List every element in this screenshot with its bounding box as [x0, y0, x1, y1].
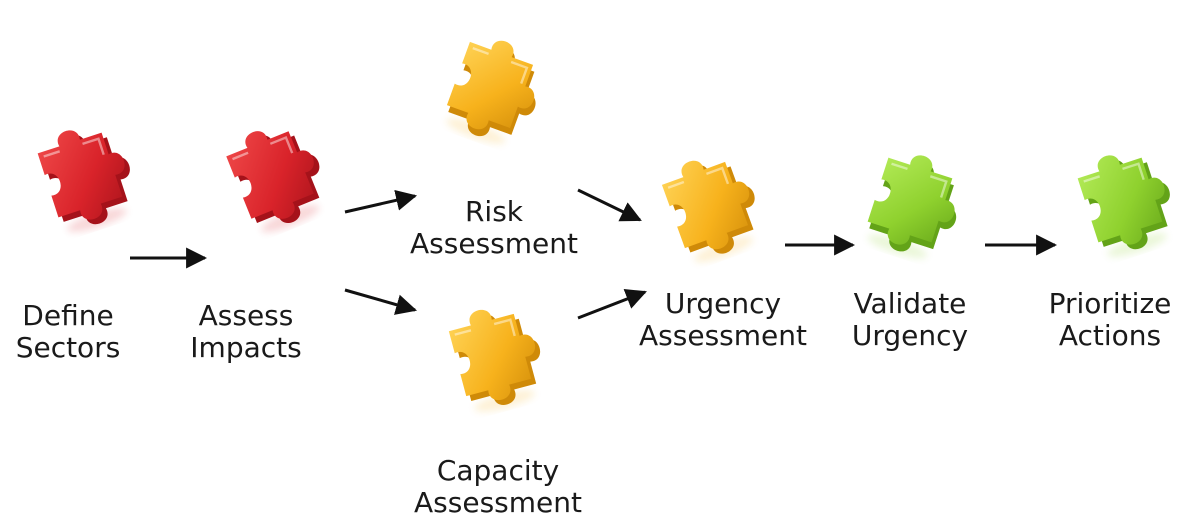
urgency-assessment-label-line2: Assessment	[639, 319, 807, 352]
prioritize-actions-label-line1: Prioritize	[1048, 287, 1172, 320]
puzzle-piece-icon	[1077, 155, 1170, 257]
define-sectors-label-line1: Define	[22, 299, 114, 332]
capacity-assessment-label-line1: Capacity	[436, 454, 560, 487]
urgency-assessment-label-line1: Urgency	[664, 287, 782, 320]
capacity-assessment-label-line2: Assessment	[414, 486, 582, 519]
define-sectors-label-line2: Sectors	[15, 331, 121, 364]
validate-urgency-label-line1: Validate	[853, 287, 967, 320]
validate-urgency-label-line2: Urgency	[851, 319, 969, 352]
puzzle-piece-icon	[37, 130, 130, 232]
prioritize-actions-label-line2: Actions	[1058, 319, 1162, 352]
puzzle-piece-icon	[448, 309, 541, 412]
puzzle-piece-icon	[661, 160, 755, 262]
arrow-capacity-assessment-to-urgency-assessment	[577, 289, 647, 320]
risk-assessment-label-line1: Risk	[464, 195, 524, 228]
assess-impacts-label-line1: Assess	[198, 299, 294, 332]
puzzle-piece-icon	[446, 40, 536, 144]
arrow-risk-assessment-to-urgency-assessment	[577, 188, 642, 222]
arrow-assess-impacts-to-risk-assessment	[344, 189, 418, 214]
puzzle-piece-icon	[867, 155, 957, 259]
assess-impacts-label-line2: Impacts	[190, 331, 302, 364]
arrow-assess-impacts-to-capacity-assessment	[344, 288, 418, 315]
risk-assessment-label-line2: Assessment	[410, 227, 578, 260]
puzzle-piece-icon	[226, 131, 320, 233]
